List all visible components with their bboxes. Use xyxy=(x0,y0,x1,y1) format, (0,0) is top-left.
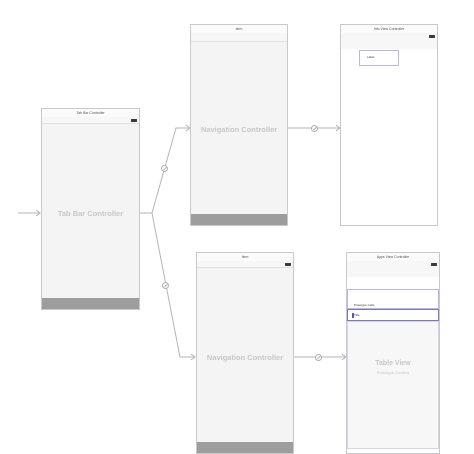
battery-icon xyxy=(285,262,291,266)
content-view xyxy=(341,49,437,225)
label-widget-text: Label xyxy=(367,55,375,59)
relationship-arrowhead-bottom xyxy=(190,353,196,361)
initial-entry-arrowhead xyxy=(35,209,41,217)
cell-selection-marker xyxy=(352,313,354,318)
apps-view-controller-scene[interactable]: Apps View Controller Prototype Cells Tit… xyxy=(346,252,440,454)
battery-icon xyxy=(131,118,137,122)
segue-icon-root-top[interactable] xyxy=(311,125,318,132)
prototype-cells-text: Prototype Cells xyxy=(354,303,375,307)
segue-icon-root-bottom[interactable] xyxy=(315,354,322,361)
status-bar xyxy=(191,33,287,42)
scene-center-label: Tab Bar Controller xyxy=(57,209,124,218)
table-view-label: Table View xyxy=(375,360,411,367)
tab-bar-controller-scene[interactable]: Tab Bar Controller Tab Bar Controller xyxy=(41,108,140,310)
scene-center-label: Navigation Controller xyxy=(206,353,284,362)
cell-title-text: Title xyxy=(354,313,360,317)
toolbar xyxy=(197,442,293,453)
segue-icon-relationship-bottom[interactable] xyxy=(162,282,169,289)
battery-icon xyxy=(429,34,435,38)
label-widget[interactable]: Label xyxy=(359,50,399,66)
toolbar xyxy=(191,214,287,225)
segue-icon-relationship-top[interactable] xyxy=(161,165,168,172)
tab-bar xyxy=(42,298,139,309)
battery-icon xyxy=(431,262,437,266)
info-view-controller-scene[interactable]: Info View Controller Label xyxy=(340,24,438,226)
status-bar xyxy=(197,261,293,268)
navigation-controller-top-scene[interactable]: Item Navigation Controller xyxy=(190,24,288,226)
table-view-sublabel: Prototype Content xyxy=(376,370,410,375)
table-view[interactable]: Table View Prototype Content xyxy=(347,321,439,449)
status-bar xyxy=(42,117,139,124)
navigation-controller-bottom-scene[interactable]: Item Navigation Controller xyxy=(196,252,294,454)
table-prototype-cell[interactable]: Title xyxy=(347,309,439,321)
table-prototype-header: Prototype Cells xyxy=(347,289,439,309)
scene-center-label: Navigation Controller xyxy=(200,125,278,134)
